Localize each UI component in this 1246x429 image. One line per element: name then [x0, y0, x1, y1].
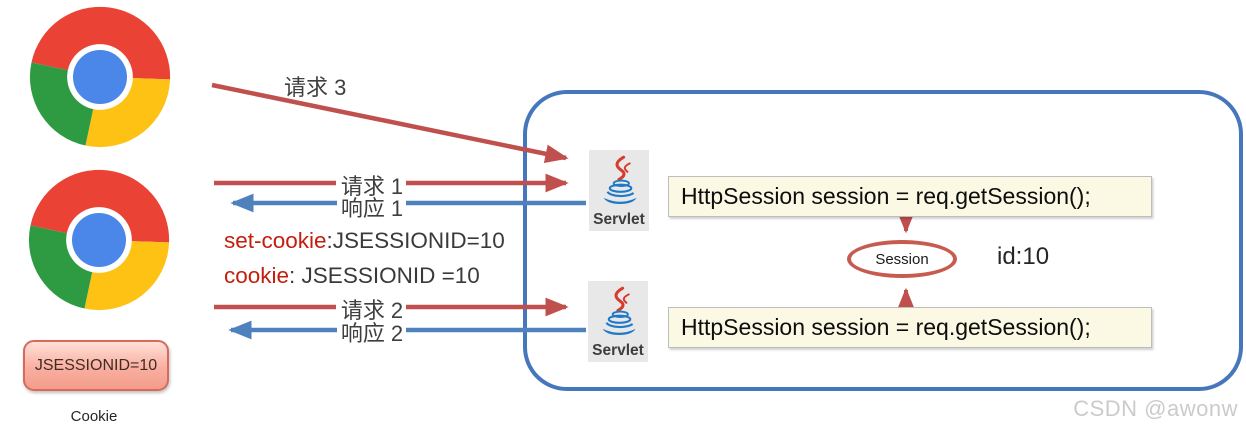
label-response-2: 响应 2 — [340, 321, 404, 346]
servlet-label: Servlet — [593, 211, 645, 228]
java-logo-icon — [603, 155, 637, 204]
code-box-2: HttpSession session = req.getSession(); — [668, 307, 1152, 348]
set-cookie-header-line: set-cookie:JSESSIONID=10 — [224, 228, 505, 254]
arrow-request-3 — [211, 82, 569, 164]
chrome-browser-icon-2 — [26, 167, 172, 313]
cookie-value-text: JSESSIONID=10 — [34, 356, 158, 374]
set-cookie-value: :JSESSIONID=10 — [326, 228, 505, 253]
servlet-icon-1: Servlet — [589, 150, 649, 231]
chrome-logo-icon — [28, 169, 170, 311]
cookie-header-line: cookie: JSESSIONID =10 — [224, 263, 480, 289]
cookie-value-box: JSESSIONID=10 — [23, 340, 169, 391]
chrome-browser-icon-1 — [27, 4, 173, 150]
label-request-1: 请求 1 — [340, 174, 404, 199]
watermark-text: CSDN @awonw — [1073, 396, 1238, 421]
session-ellipse: Session — [847, 240, 957, 278]
cookie-key: cookie — [224, 263, 290, 288]
code-line-2: HttpSession session = req.getSession(); — [681, 314, 1091, 340]
chrome-logo-icon — [29, 6, 171, 148]
servlet-icon-2: Servlet — [588, 281, 648, 362]
set-cookie-key: set-cookie — [224, 228, 327, 253]
cookie-store-label: Cookie — [70, 408, 118, 425]
servlet-label: Servlet — [592, 342, 644, 359]
session-id-text: id:10 — [997, 243, 1050, 270]
code-box-1: HttpSession session = req.getSession(); — [668, 176, 1152, 217]
label-response-1: 响应 1 — [340, 196, 404, 221]
label-request-3: 请求 3 — [284, 75, 347, 100]
code-line-1: HttpSession session = req.getSession(); — [681, 183, 1091, 209]
cookie-header-value: : JSESSIONID =10 — [289, 263, 480, 288]
server-container-box — [523, 90, 1243, 391]
session-label: Session — [875, 250, 929, 268]
java-logo-icon — [602, 286, 636, 335]
label-request-2: 请求 2 — [340, 298, 404, 323]
